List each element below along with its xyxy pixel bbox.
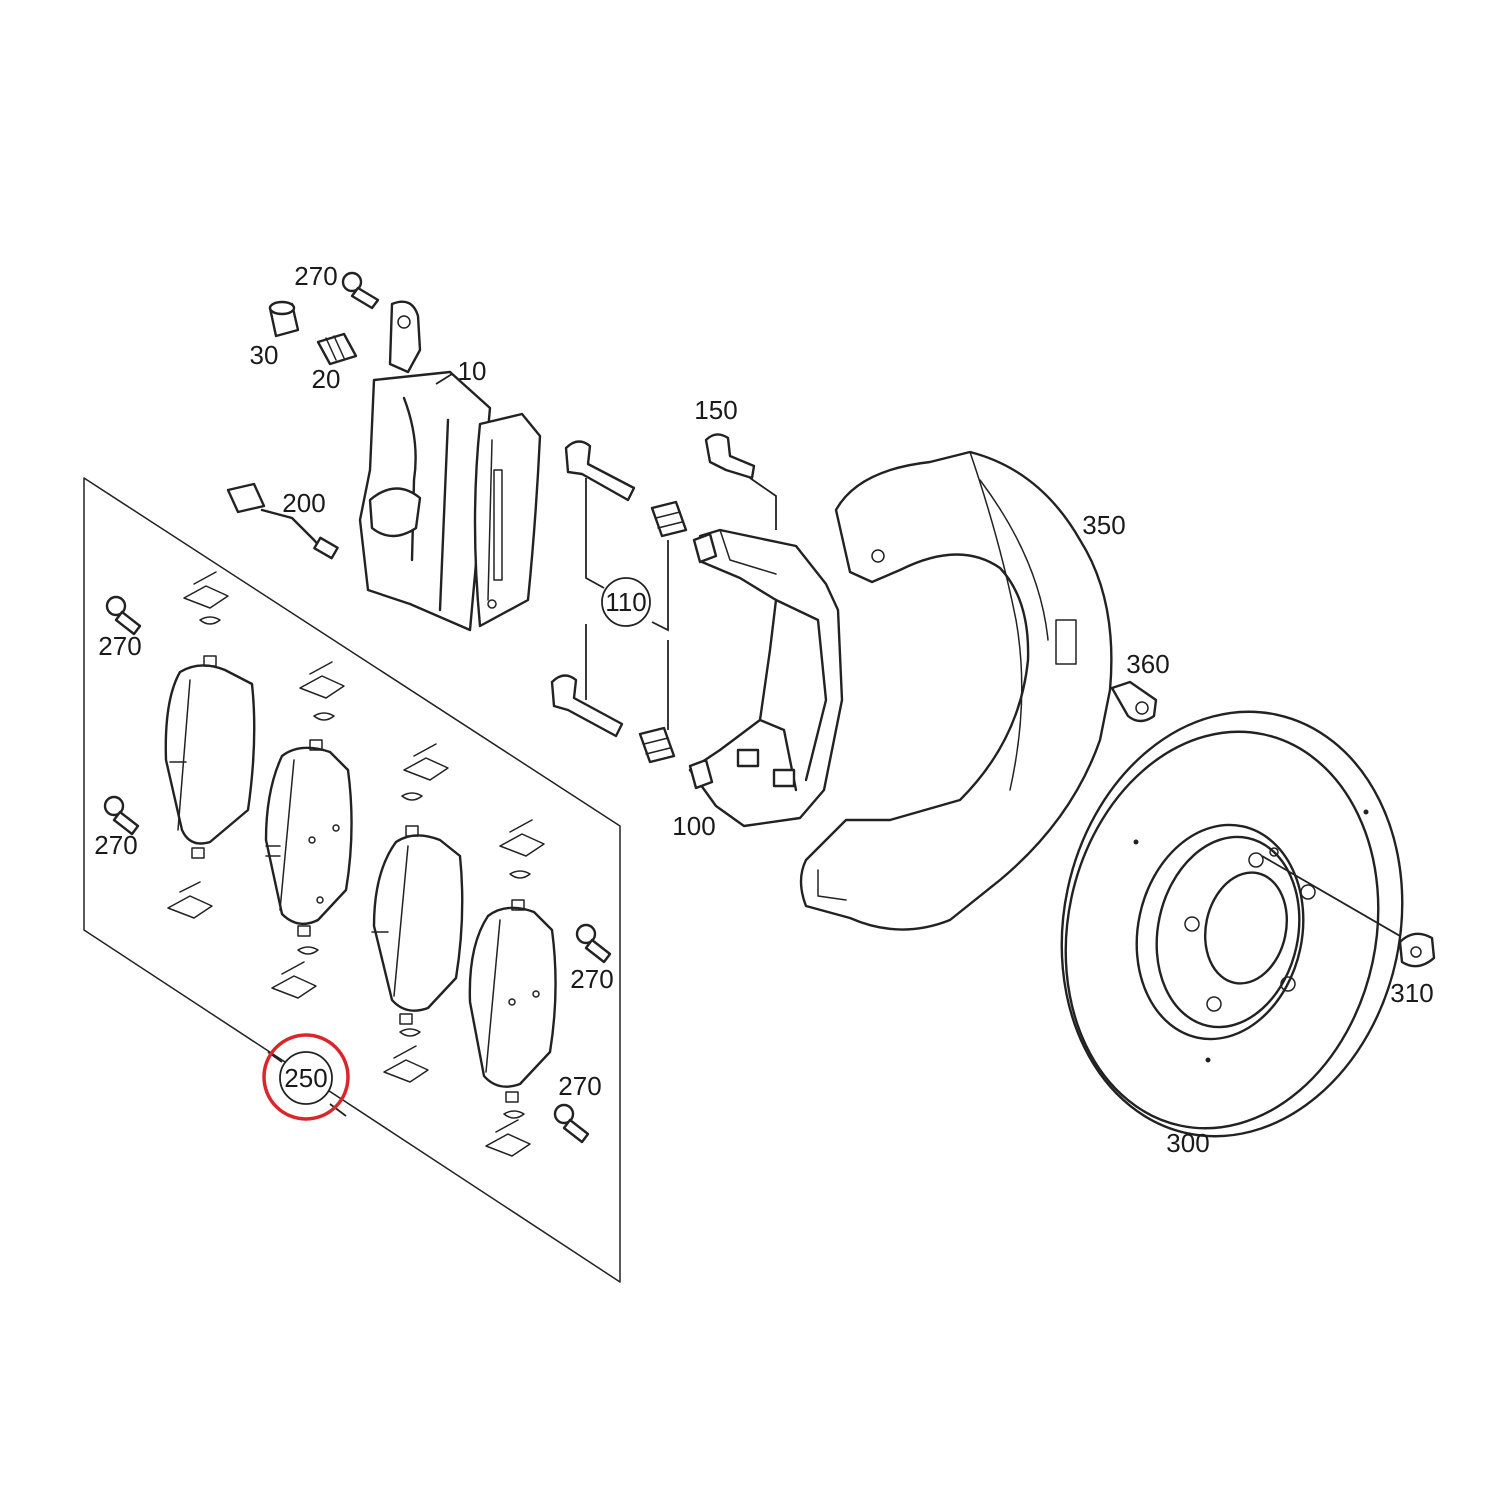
callout-circle-110 [601, 577, 651, 627]
wear-sensor-200 [226, 482, 339, 560]
bolt-270-right-bottom [553, 1103, 590, 1144]
label-310: 310 [1390, 978, 1433, 1008]
brake-pad-3 [371, 825, 464, 1025]
label-150: 150 [694, 395, 737, 425]
label-270-left-top: 270 [98, 631, 141, 661]
bolt-270-left-top [105, 595, 142, 636]
bleeder-screw-20 [316, 332, 358, 366]
label-270-top: 270 [294, 261, 337, 291]
bolt-270-top [341, 271, 380, 310]
brake-rotor-300 [1060, 710, 1404, 1138]
label-200: 200 [282, 488, 325, 518]
bolt-360 [1110, 680, 1158, 723]
label-300: 300 [1166, 1128, 1209, 1158]
caliper-carrier-100 [688, 528, 844, 828]
splash-shield-350 [799, 450, 1113, 931]
bolt-270-right-mid [575, 923, 612, 964]
label-10: 10 [458, 356, 487, 386]
bolt-270-left-bottom [103, 795, 140, 836]
label-20: 20 [312, 364, 341, 394]
highlight-ring-250 [262, 1033, 350, 1121]
label-270-right-mid: 270 [570, 964, 613, 994]
pad-kit-panel [83, 477, 621, 1283]
label-360: 360 [1126, 649, 1169, 679]
brake-pad-4 [468, 899, 557, 1103]
label-30: 30 [250, 340, 279, 370]
label-270-right-bottom: 270 [558, 1071, 601, 1101]
pad-kit-outline [83, 477, 621, 1283]
brake-pad-2 [264, 739, 353, 937]
bolt-150 [704, 433, 777, 530]
label-100: 100 [672, 811, 715, 841]
label-250: 250 [284, 1063, 327, 1093]
guide-pin-set-110 [550, 440, 688, 764]
rotor-screw-310 [1398, 932, 1436, 968]
label-350: 350 [1082, 510, 1125, 540]
brake-caliper-10 [358, 300, 542, 632]
bleeder-cap-30 [268, 300, 300, 338]
label-110: 110 [605, 587, 646, 617]
spring-clip-set [167, 571, 545, 1157]
brake-pad-1 [164, 655, 256, 859]
callout-circle-250 [279, 1051, 333, 1105]
label-270-left-bottom: 270 [94, 830, 137, 860]
